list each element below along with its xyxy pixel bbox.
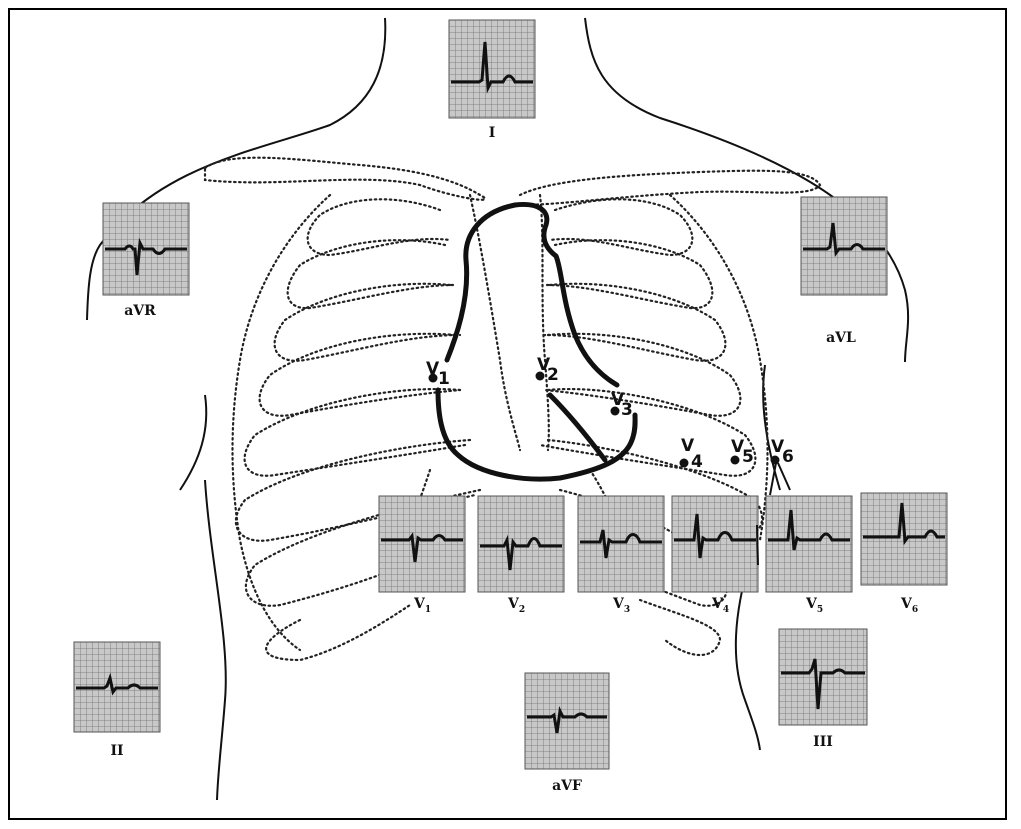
lead-label: II [110, 743, 123, 759]
ecg-grid [478, 496, 564, 592]
rib-left-8 [266, 605, 410, 660]
ecg-grid [449, 20, 535, 118]
electrode-V4: V 4 [680, 436, 704, 472]
rib-right-8 [640, 600, 720, 655]
lead-label: V6 [900, 596, 918, 615]
ecg-strip-aVR: aVR [103, 203, 189, 319]
electrode-number: 2 [547, 365, 559, 385]
rib-left-3 [275, 284, 460, 361]
ecg-strip-III: III [779, 629, 867, 750]
ecg-grid [578, 496, 664, 592]
ecg-strip-V1: V1 [379, 496, 465, 615]
rib-left-1 [308, 199, 450, 255]
sternum [470, 195, 549, 450]
ecg-strip-V5: V5 [766, 496, 852, 615]
rib-right-4 [545, 334, 740, 416]
electrode-V2: V 2 [536, 355, 559, 385]
electrode-markers: V 1 V 2 V 3 V 4 V 5 V 6 [426, 355, 794, 472]
heart-upper-contour [447, 204, 617, 385]
lead-label: V2 [507, 596, 525, 615]
electrode-V1: V 1 [426, 359, 450, 389]
lead-label: III [813, 734, 833, 750]
left-flank-outline [180, 395, 206, 490]
ecg-grid [779, 629, 867, 725]
ecg-strip-aVL: aVL [801, 197, 887, 346]
electrode-dot [680, 459, 689, 468]
right-flank-outline [763, 365, 780, 490]
rib-right-5 [540, 389, 755, 476]
electrode-number: 5 [742, 447, 754, 467]
electrode-number: 6 [782, 447, 794, 467]
ecg-grid [766, 496, 852, 592]
electrode-number: 1 [438, 369, 450, 389]
electrode-number: 3 [621, 400, 633, 420]
lead-label: V1 [413, 596, 431, 615]
lead-label: V5 [805, 596, 823, 615]
ecg-strip-V2: V2 [478, 496, 564, 615]
lead-label: aVR [124, 303, 156, 319]
electrode-number: 4 [691, 452, 703, 472]
electrode-V5: V 5 [731, 437, 754, 467]
v5-connector [757, 525, 758, 565]
rib-right-1 [550, 199, 692, 255]
heart-outline [438, 204, 635, 479]
ecg-grid [801, 197, 887, 295]
ecg-strip-V6: V6 [861, 493, 947, 615]
right-clavicle [520, 171, 820, 205]
ecg-grid [379, 496, 465, 592]
lead-label: aVL [826, 330, 856, 346]
lead-label: V4 [711, 596, 729, 615]
lead-label: aVF [552, 778, 582, 794]
ecg-strip-aVF: aVF [525, 673, 609, 794]
ecg-strip-V3: V3 [578, 496, 664, 615]
left-lower-flank-outline [205, 480, 226, 800]
heart-septum [550, 395, 605, 460]
ecg-strip-II: II [74, 642, 160, 759]
lead-label: I [489, 125, 496, 141]
electrode-V6: V 6 [771, 437, 794, 467]
ecg-strip-I: I [449, 20, 535, 141]
ecg-strip-V4: V4 [672, 496, 758, 615]
left-clavicle [205, 158, 485, 200]
rib-left-5 [245, 389, 465, 476]
ecg-grid [672, 496, 758, 592]
lead-label: V3 [612, 596, 630, 615]
ecg-grid [525, 673, 609, 769]
heart-lower-contour [438, 390, 635, 479]
